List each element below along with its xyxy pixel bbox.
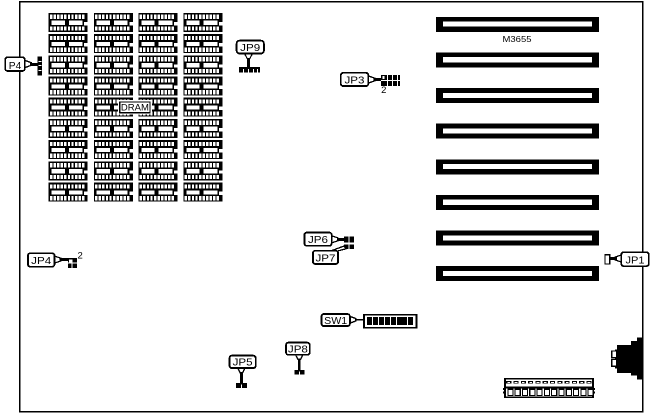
svg-text:JP1: JP1 <box>626 254 645 266</box>
svg-text:2: 2 <box>78 250 83 261</box>
svg-text:JP4: JP4 <box>31 255 51 267</box>
svg-text:M3655: M3655 <box>503 34 532 44</box>
svg-text:SW1: SW1 <box>324 316 347 327</box>
svg-text:JP5: JP5 <box>233 357 253 369</box>
svg-text:JP9: JP9 <box>240 42 260 54</box>
svg-text:2: 2 <box>381 85 386 96</box>
svg-text:JP6: JP6 <box>308 234 328 246</box>
svg-text:P4: P4 <box>9 60 22 72</box>
svg-text:JP8: JP8 <box>288 344 308 356</box>
svg-text:JP3: JP3 <box>345 75 365 87</box>
svg-text:DRAM: DRAM <box>121 103 149 114</box>
svg-text:JP7: JP7 <box>316 252 336 264</box>
